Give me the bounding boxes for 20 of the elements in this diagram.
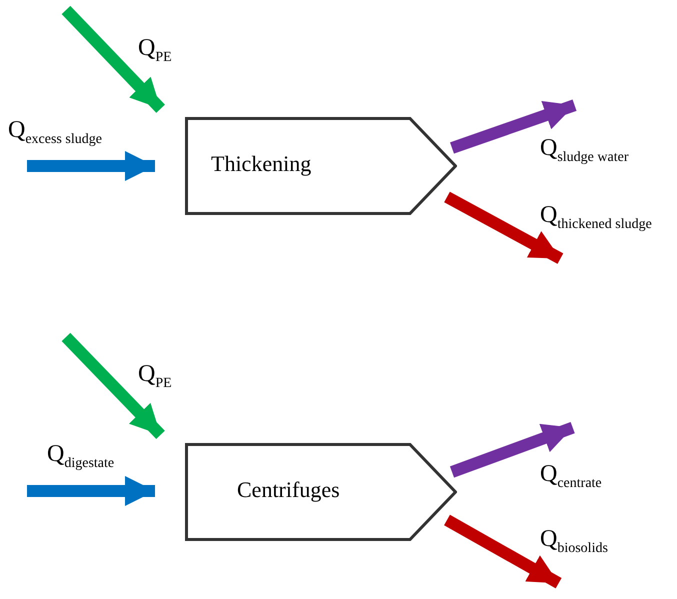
arrow <box>62 6 165 113</box>
edge-label: Q$_{centrate}$ <box>540 462 602 491</box>
arrow <box>444 514 562 588</box>
arrow <box>450 422 575 478</box>
edge-label: Q$_{sludge water}$ <box>540 136 628 165</box>
edge-label: Q$_{digestate}$ <box>47 442 114 471</box>
arrow <box>444 192 564 264</box>
edge-label: Q$_{PE}$ <box>138 36 172 65</box>
edge-label: Q$_{excess sludge}$ <box>8 118 102 147</box>
arrow <box>450 100 577 154</box>
edge-label: Q$_{biosolids}$ <box>540 527 608 556</box>
arrow <box>27 151 155 181</box>
arrow <box>62 332 165 440</box>
process-label: Thickening <box>211 151 312 177</box>
process-label: Centrifuges <box>237 477 340 503</box>
edge-label: Q$_{thickened sludge}$ <box>540 203 652 232</box>
arrow <box>27 476 155 506</box>
process-pentagon <box>185 117 457 215</box>
process-pentagon <box>185 443 457 541</box>
edge-label: Q$_{PE}$ <box>138 362 172 391</box>
